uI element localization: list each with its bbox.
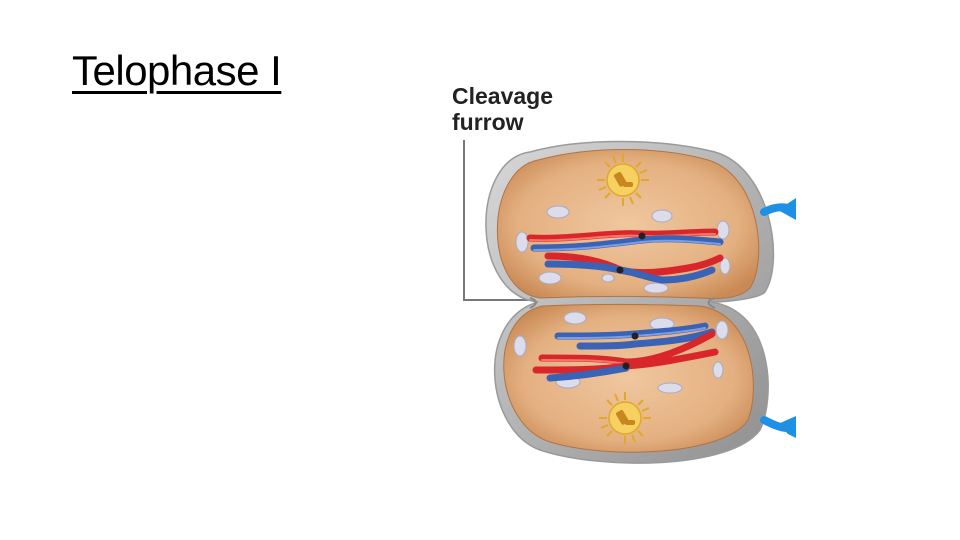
furrow-right bbox=[707, 297, 716, 309]
cell-illustration: Cleavage furrow bbox=[452, 83, 796, 464]
label-cleavage: Cleavage bbox=[452, 83, 553, 109]
arrow-icon bbox=[760, 416, 796, 438]
label-furrow: furrow bbox=[452, 109, 524, 135]
label-leader-line bbox=[463, 140, 538, 301]
arrow-icon bbox=[760, 198, 796, 220]
telophase-diagram: Cleavage furrow bbox=[430, 70, 810, 480]
centrosome-icon bbox=[597, 154, 649, 206]
centrosome-icon bbox=[599, 392, 651, 444]
furrow-left bbox=[529, 297, 537, 309]
vesicles-upper bbox=[515, 205, 731, 294]
slide-title: Telophase I bbox=[72, 47, 282, 94]
chromosomes-lower bbox=[532, 322, 719, 382]
chromosomes-upper bbox=[526, 228, 724, 284]
